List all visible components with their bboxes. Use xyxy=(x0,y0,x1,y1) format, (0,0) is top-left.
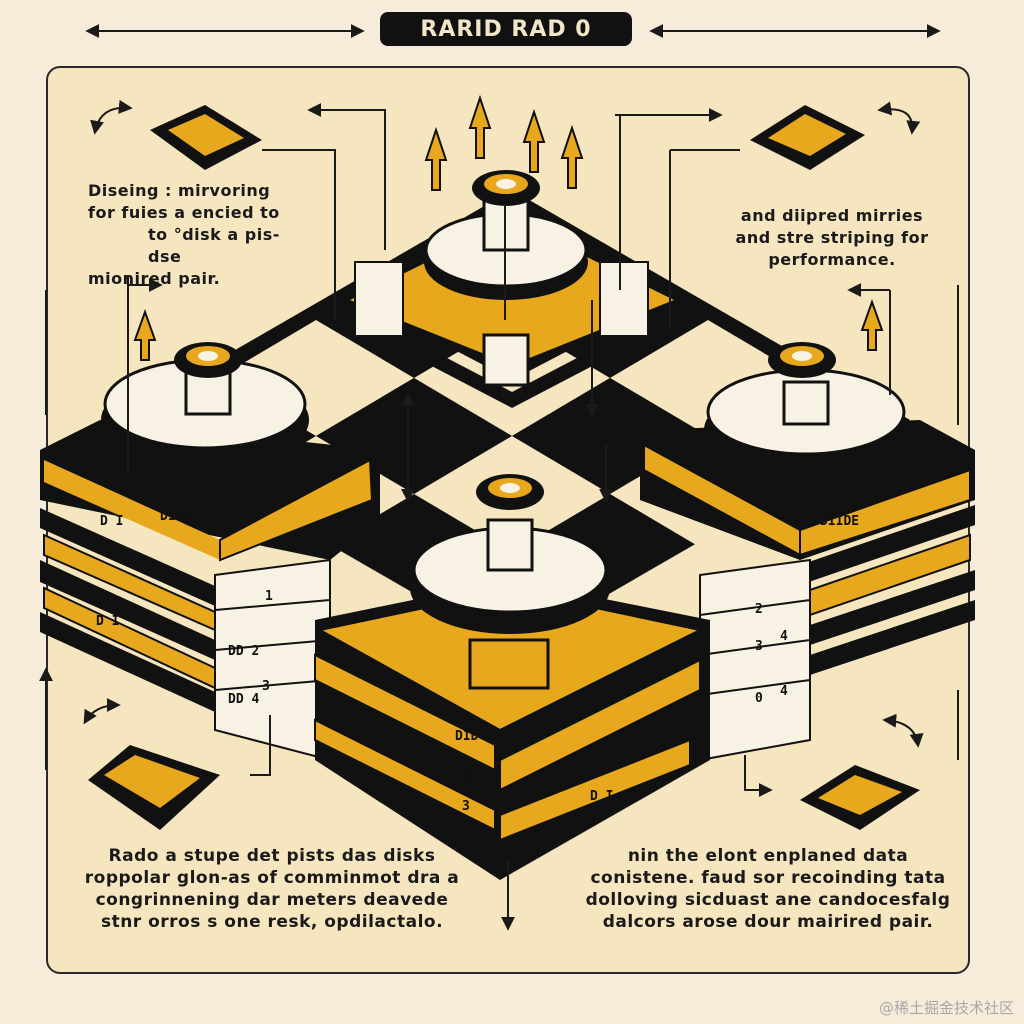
note-line: dolloving sicduast ane candocesfalg xyxy=(585,890,951,910)
note-top-left: Diseing : mirvoring for fuies a encied t… xyxy=(88,180,318,290)
note-line: roppolar glon-as of comminmot dra a xyxy=(84,868,460,888)
disk-label: 2 xyxy=(755,602,763,617)
note-line: performance. xyxy=(768,250,896,269)
ssd-icon-top-right xyxy=(750,105,865,170)
disk-label: DD 4 xyxy=(228,692,259,707)
connector-lines xyxy=(39,103,959,931)
disk-stack-center-left xyxy=(214,558,331,762)
disk-label: 3 xyxy=(462,769,470,784)
note-line: for fuies a encied to xyxy=(88,203,280,222)
note-line: conistene. faud sor recoinding tata xyxy=(590,868,946,888)
note-top-right: and diipred mirries and stre striping fo… xyxy=(722,205,942,271)
disk-label: 3 xyxy=(262,679,270,694)
note-bottom-left: Rado a stupe det pists das disks roppola… xyxy=(72,845,472,933)
disk-label: DIIDE xyxy=(820,514,859,529)
note-line: stnr orros s one resk, opdilactalo. xyxy=(100,912,444,932)
disk-label: 4 xyxy=(780,629,788,644)
note-line: to °disk a pis- dse xyxy=(148,225,280,266)
note-line: and diipred mirries xyxy=(740,206,924,225)
disk-label: DIAL xyxy=(160,509,191,524)
rotation-arrows xyxy=(83,99,924,748)
disk-label: DID xyxy=(455,729,479,744)
disk-labels: D I DIAL D I 1 DD 2 3 DD 4 2 3 4 0 4 DID… xyxy=(96,509,859,814)
disk-label: 3 xyxy=(755,639,763,654)
disk-stack-center-right xyxy=(699,558,811,762)
ssd-icon-bottom-left xyxy=(88,745,220,830)
disk-label: 3 xyxy=(462,799,470,814)
ssd-icon-bottom-right xyxy=(800,765,920,830)
disk-label: 4 xyxy=(780,684,788,699)
disk-stack-left xyxy=(40,342,380,712)
note-line: Rado a stupe det pists das disks xyxy=(108,846,436,866)
note-line: dalcors arose dour mairired pair. xyxy=(602,912,934,932)
disk-label: DD 2 xyxy=(228,644,259,659)
disk-label: D I xyxy=(96,614,119,629)
note-line: congrinnening dar meters deavede xyxy=(95,890,449,910)
ssd-icon-top-left xyxy=(150,105,262,170)
diagram-title: RARID RAD 0 xyxy=(380,12,632,46)
orange-arrow-icons xyxy=(133,94,884,361)
disk-label: D I xyxy=(590,789,613,804)
note-line: and stre striping for xyxy=(735,228,929,247)
note-line: mionired pair. xyxy=(88,269,221,288)
note-line: nin the elont enplaned data xyxy=(627,846,909,866)
watermark: @稀土掘金技术社区 xyxy=(878,999,1014,1017)
note-bottom-right: nin the elont enplaned data conistene. f… xyxy=(578,845,958,933)
disk-stack-front xyxy=(314,474,710,880)
disk-label: D I xyxy=(100,514,123,529)
disk-label: 0 xyxy=(755,691,763,706)
disk-label: 1 xyxy=(265,589,273,604)
disk-stack-right xyxy=(640,342,975,675)
note-line: Diseing : mirvoring xyxy=(88,181,271,200)
